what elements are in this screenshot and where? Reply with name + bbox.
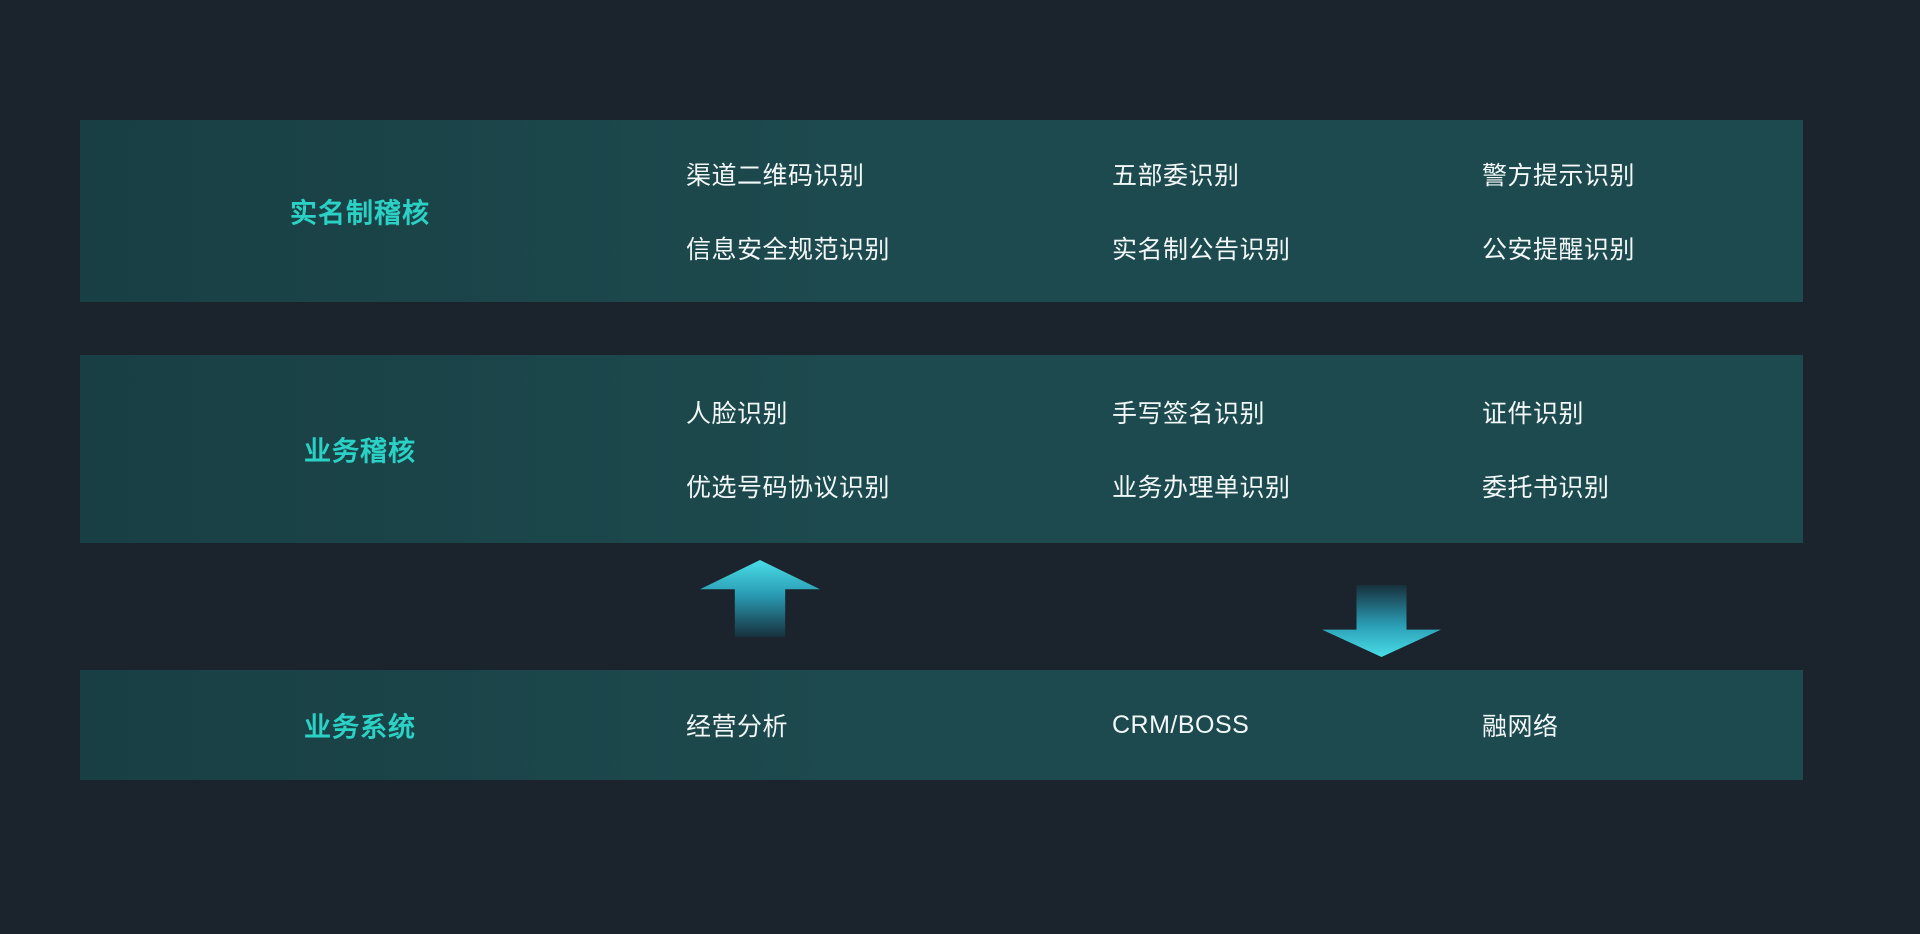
column-group: 证件识别 委托书识别 [1482,355,1610,543]
band-business-systems: 业务系统 经营分析 CRM/BOSS 融网络 [80,670,1803,780]
column-group: 渠道二维码识别 信息安全规范识别 [686,120,890,302]
arrow-up-icon [700,560,820,637]
band-title-realname-audit: 实名制稽核 [290,198,430,229]
system-item: 融网络 [1482,713,1559,741]
capability-item: 信息安全规范识别 [686,236,891,264]
column-group: 警方提示识别 公安提醒识别 [1482,120,1635,302]
arrow-down-icon [1322,585,1441,657]
capability-item: 人脸识别 [686,400,789,428]
capability-item: 手写签名识别 [1112,400,1266,428]
column-group: CRM/BOSS [1112,670,1249,780]
band-business-audit: 业务稽核 人脸识别 优选号码协议识别 手写签名识别 业务办理单识别 证件识别 委… [80,355,1803,543]
capability-item: 渠道二维码识别 [686,162,865,190]
capability-item: 业务办理单识别 [1112,474,1291,502]
system-item: CRM/BOSS [1112,710,1250,739]
column-group: 融网络 [1482,670,1559,780]
band-realname-audit: 实名制稽核 渠道二维码识别 信息安全规范识别 五部委识别 实名制公告识别 警方提… [80,120,1803,302]
capability-item: 委托书识别 [1482,474,1610,502]
column-group: 五部委识别 实名制公告识别 [1112,120,1291,302]
band-title-business-systems: 业务系统 [304,712,416,743]
column-group: 经营分析 [686,670,788,780]
system-item: 经营分析 [686,713,789,741]
column-group: 手写签名识别 业务办理单识别 [1112,355,1291,543]
capability-item: 五部委识别 [1112,162,1240,190]
capability-item: 证件识别 [1482,400,1585,428]
capability-item: 警方提示识别 [1482,162,1636,190]
capability-item: 实名制公告识别 [1112,236,1291,264]
band-title-business-audit: 业务稽核 [304,436,416,467]
column-group: 人脸识别 优选号码协议识别 [686,355,890,543]
capability-item: 优选号码协议识别 [686,474,891,502]
capability-item: 公安提醒识别 [1482,236,1636,264]
